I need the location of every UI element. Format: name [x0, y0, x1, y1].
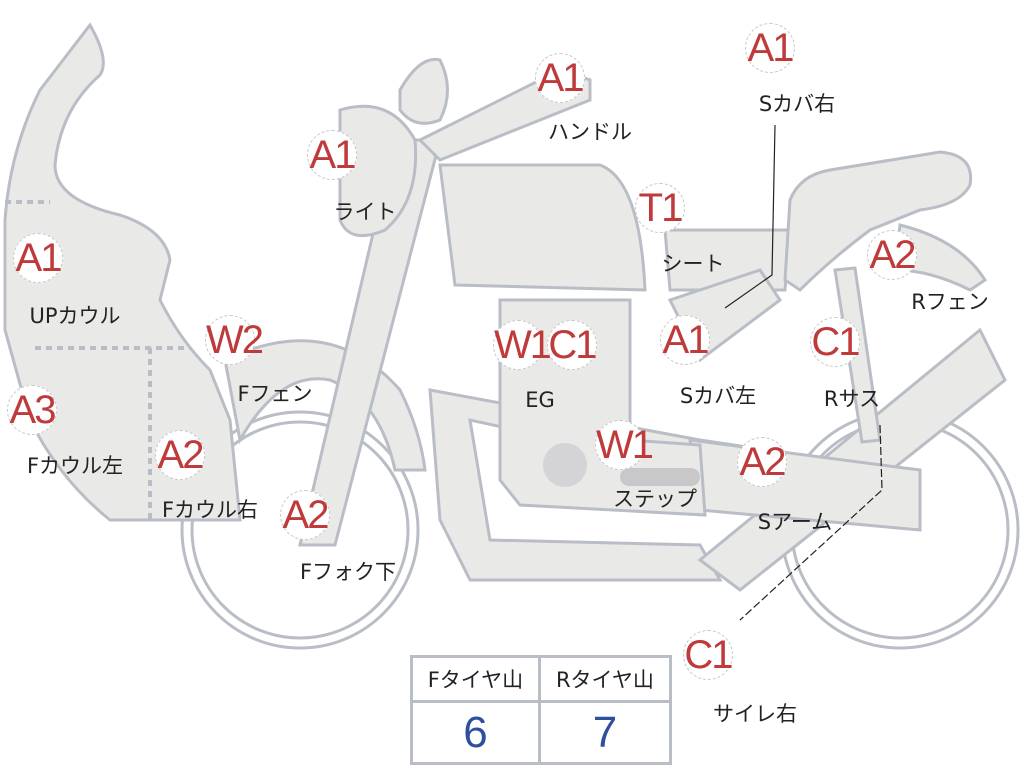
- grade-badge: A1: [535, 53, 585, 103]
- part-label: Sカバ右: [758, 92, 836, 116]
- part-label: ステップ: [613, 487, 697, 511]
- engine-cover: [543, 443, 587, 487]
- rear-tire-value: 7: [537, 700, 673, 765]
- grade-badge: A2: [737, 437, 787, 487]
- grade-badge: C1: [810, 317, 861, 367]
- front-tire-header: Fタイヤ山: [410, 655, 541, 703]
- part-label: Sアーム: [757, 510, 833, 534]
- step-bar: [620, 468, 700, 486]
- rear-tire-header: Rタイヤ山: [537, 655, 673, 703]
- part-label: Fフェン: [237, 382, 313, 406]
- grade-badge: A2: [155, 430, 205, 480]
- part-label: Sカバ左: [679, 384, 757, 408]
- grade-badge: C1: [547, 320, 598, 370]
- part-label: ハンドル: [548, 120, 632, 144]
- part-label: Rフェン: [911, 290, 989, 314]
- tire-tread-table: Fタイヤ山 Rタイヤ山 6 7: [410, 655, 673, 765]
- grade-badge: W1: [595, 420, 654, 470]
- grade-badge: A2: [867, 230, 917, 280]
- fuel-tank: [438, 163, 647, 292]
- grade-badge: C1: [683, 630, 734, 680]
- front-wheel-inner: [190, 420, 410, 640]
- part-label: UPカウル: [29, 304, 121, 328]
- grade-badge: W2: [205, 315, 264, 365]
- grade-badge: A1: [745, 23, 795, 73]
- part-label: ライト: [333, 200, 397, 224]
- leader-line-s-cover-right: [724, 124, 776, 309]
- front-wheel: [180, 410, 420, 650]
- headlight: [338, 104, 418, 238]
- mirror: [398, 57, 449, 125]
- grade-badge: A2: [280, 490, 330, 540]
- grade-badge: A1: [307, 130, 357, 180]
- part-label: サイレ右: [713, 702, 797, 726]
- part-label: Fカウル右: [161, 498, 259, 522]
- front-cowl: [3, 22, 242, 522]
- cowl-divider-lines: [5, 200, 190, 520]
- grade-badge: A1: [13, 233, 63, 283]
- grade-badge: W1: [493, 320, 552, 370]
- leader-line-muffler-right: [739, 424, 883, 621]
- part-label: EG: [525, 388, 555, 412]
- part-label: Fカウル左: [26, 454, 124, 478]
- part-label: シート: [661, 252, 725, 276]
- seat-rear: [783, 150, 973, 292]
- part-label: Rサス: [823, 387, 881, 411]
- grade-badge: A3: [7, 385, 57, 435]
- grade-badge: T1: [635, 183, 685, 233]
- part-label: Fフォク下: [299, 560, 397, 584]
- front-tire-value: 6: [410, 700, 541, 765]
- grade-badge: A1: [660, 315, 710, 365]
